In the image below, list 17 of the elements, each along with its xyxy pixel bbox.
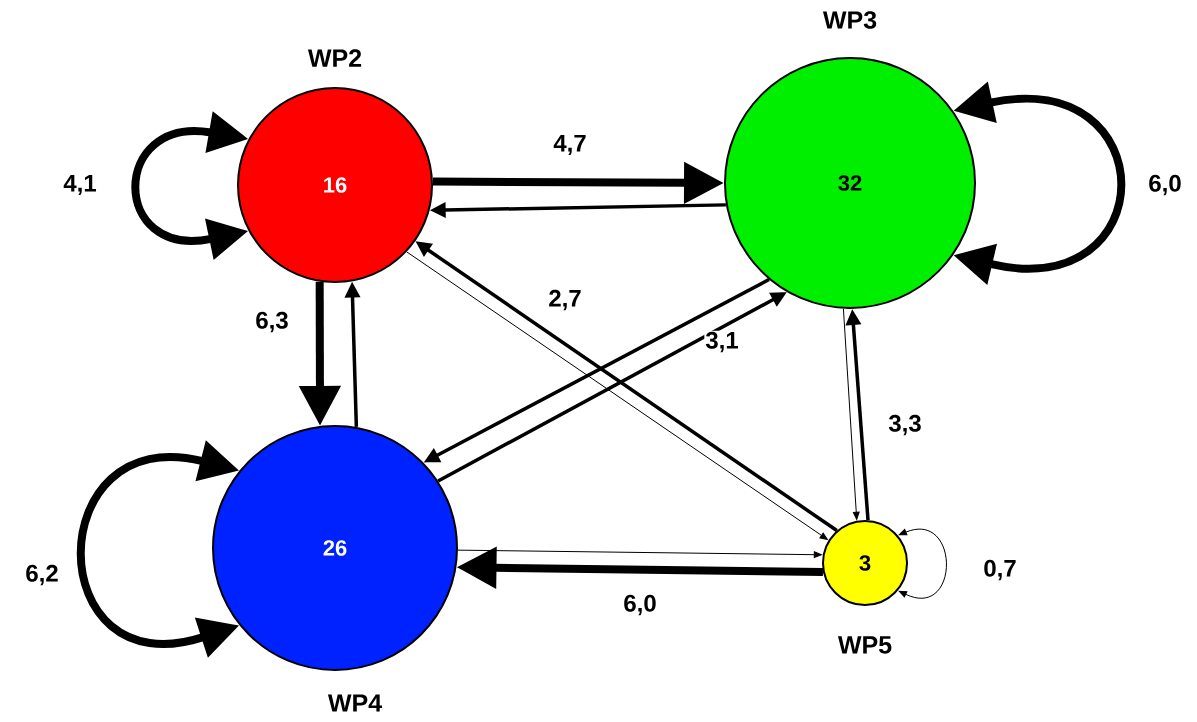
arrow — [842, 308, 860, 520]
node-heading: WP3 — [822, 11, 877, 29]
edge-label: 3,3 — [887, 413, 923, 437]
node-heading: WP2 — [307, 49, 362, 67]
edge-label: 4,1 — [62, 173, 98, 197]
edge-label: 0,7 — [982, 558, 1018, 582]
node-heading: WP4 — [327, 694, 382, 712]
edge-label: 6,2 — [24, 563, 60, 587]
edge-label: 6,0 — [622, 593, 658, 617]
arrow — [898, 528, 947, 599]
edge-label: 2,7 — [547, 288, 583, 312]
arrow — [457, 549, 822, 559]
edge-label: 6,3 — [254, 310, 290, 334]
edge-label: 4,7 — [552, 133, 588, 157]
edge-label: 6,0 — [1147, 173, 1183, 197]
edge-label: 3,1 — [704, 330, 740, 354]
node-heading: WP5 — [837, 636, 892, 654]
